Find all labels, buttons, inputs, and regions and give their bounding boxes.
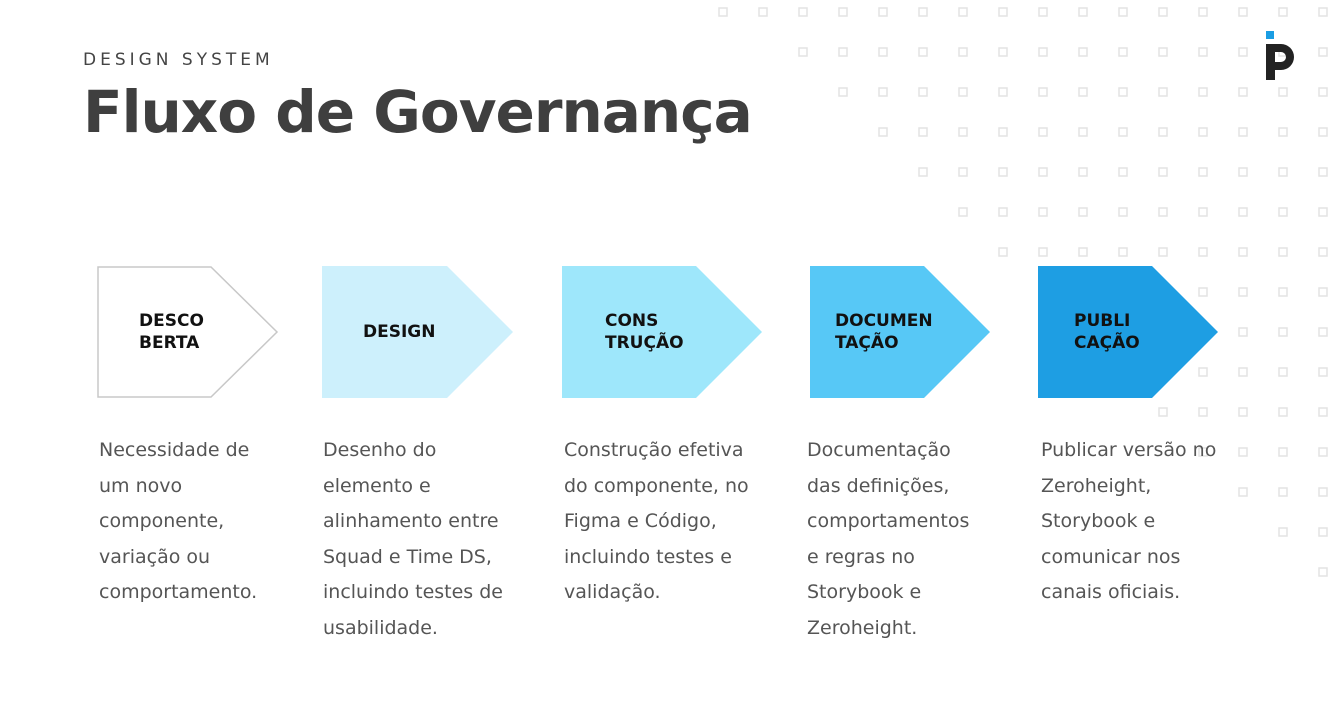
step-description-construcao: Construção efetiva do componente, no Fig… (564, 439, 749, 603)
step-label-construcao: CONS TRUÇÃO (605, 311, 684, 353)
step-label-documentacao: DOCUMEN TAÇÃO (835, 311, 933, 353)
step-construcao: CONS TRUÇÃO (562, 266, 762, 398)
arrow-shape-design (322, 266, 513, 398)
arrow-shape-documentacao (810, 266, 990, 398)
step-description-descoberta: Necessidade de um novo componente, varia… (99, 439, 258, 603)
step-description-design: Desenho do elemento e alinhamento entre … (323, 439, 503, 639)
step-description-publicacao: Publicar versão no Zeroheight, Storybook… (1041, 439, 1217, 603)
step-label-descoberta: DESCO BERTA (139, 311, 204, 353)
p-logo-icon (1266, 31, 1294, 80)
step-design: DESIGN (322, 266, 514, 398)
step-description-documentacao: Documentação das definições, comportamen… (807, 439, 970, 639)
step-documentacao: DOCUMEN TAÇÃO (810, 266, 990, 398)
arrow-shape-construcao (562, 266, 762, 398)
arrow-shape-publicacao (1038, 266, 1218, 398)
step-descoberta: DESCO BERTA (97, 266, 279, 398)
arrow-shape-descoberta (97, 266, 279, 398)
step-label-design: DESIGN (363, 322, 436, 342)
eyebrow-label: DESIGN SYSTEM (83, 50, 274, 70)
page-title: Fluxo de Governança (83, 78, 753, 146)
step-publicacao: PUBLI CAÇÃO (1038, 266, 1218, 398)
step-label-publicacao: PUBLI CAÇÃO (1074, 311, 1140, 353)
